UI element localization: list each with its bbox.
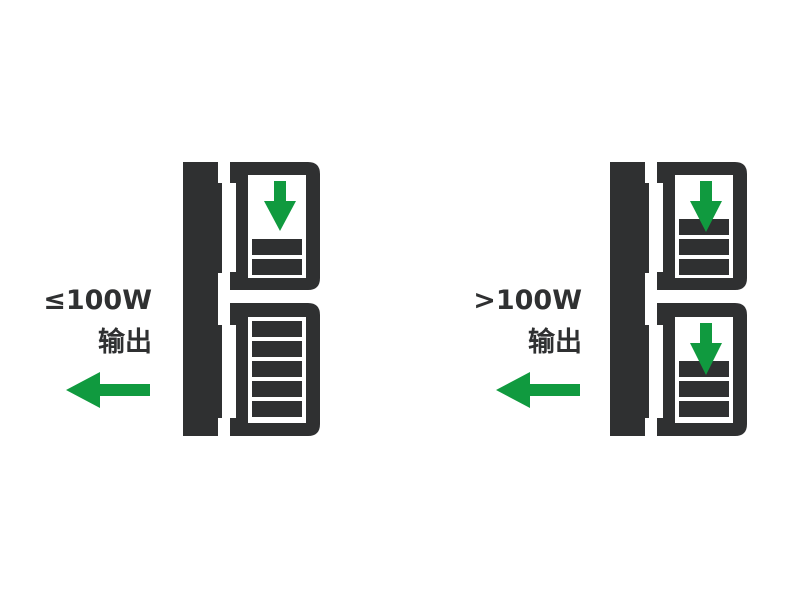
charge-arrow-icon	[690, 323, 722, 375]
charge-arrow-icon	[690, 181, 722, 232]
left-condition: ≤100W	[43, 285, 152, 316]
charge-arrow-icon	[264, 181, 296, 231]
right-unit	[496, 162, 747, 436]
left-unit	[66, 162, 320, 436]
right-condition: >100W	[473, 285, 582, 316]
base-bar	[610, 162, 645, 436]
battery-module-bottom	[657, 303, 747, 436]
base-lip	[645, 183, 649, 273]
battery-module-top	[657, 162, 747, 290]
right-output-label: 输出	[528, 327, 582, 358]
output-arrow-icon	[66, 372, 150, 408]
base-lip	[645, 325, 649, 418]
base-lip	[218, 183, 222, 273]
output-arrow-icon	[496, 372, 580, 408]
battery-module-top	[230, 162, 320, 290]
battery-module-bottom	[230, 303, 320, 436]
base-bar	[183, 162, 218, 436]
base-lip	[218, 325, 222, 418]
left-output-label: 输出	[98, 327, 152, 358]
